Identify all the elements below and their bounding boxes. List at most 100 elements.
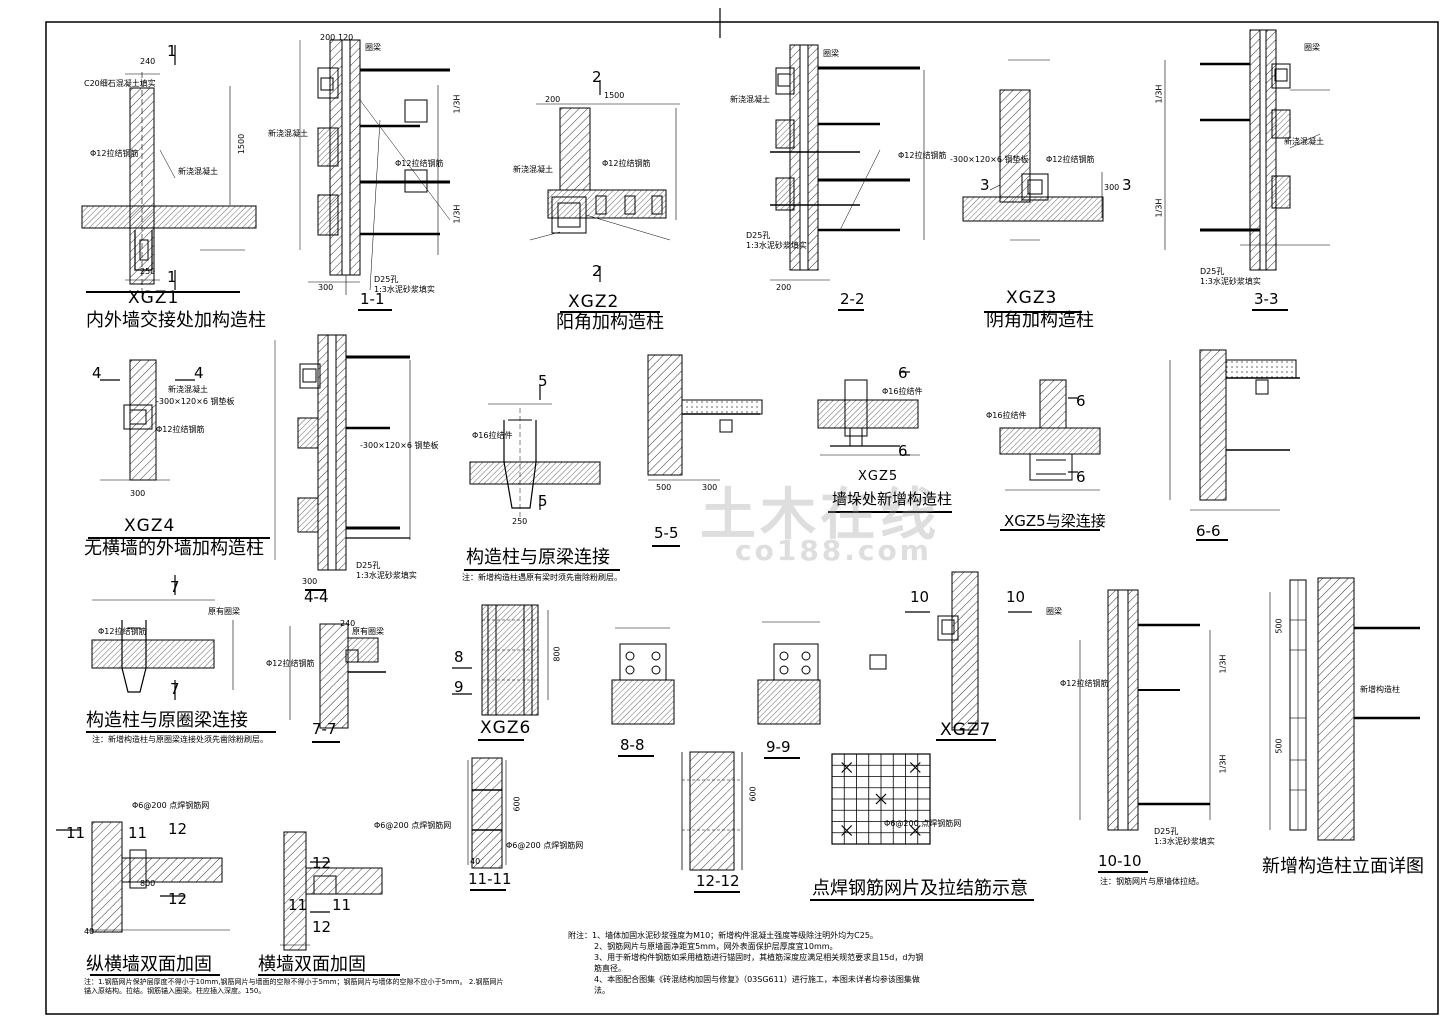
section-mark-5b: 5 <box>538 492 548 510</box>
annotation-newconc-e: 新浇混凝土 <box>1284 137 1324 146</box>
annotation-anchor-a: Φ16拉结件 <box>472 431 513 440</box>
dim-240-a: 240 <box>140 57 156 66</box>
section-mark-6: 6 <box>898 364 908 382</box>
section-mark-6d: 6 <box>1076 468 1086 486</box>
section-5-5-label: 5-5 <box>654 524 679 542</box>
dim-h3-a: 1/3H <box>452 94 462 114</box>
dim-250-b: 250 <box>512 517 528 526</box>
xgz1-code: XGZ1 <box>128 288 180 308</box>
detail-welded-mesh <box>831 753 931 845</box>
detail-xgz7 <box>905 571 1032 741</box>
section-mark-3: 3 <box>980 176 990 194</box>
mesh-title: 点焊钢筋网片及拉结筋示意 <box>812 878 1028 899</box>
section-mark-1: 1 <box>167 42 177 60</box>
annotation-d25-d: D25孔 <box>356 561 381 570</box>
mesh-tie-mark <box>841 825 853 836</box>
annotation-ringbeam-a: 圈梁 <box>365 43 381 52</box>
section-mark-12b: 12 <box>168 890 188 908</box>
section-mark-2b: 2 <box>592 262 602 280</box>
annotation-lintel-b: 原有圈梁 <box>352 627 384 636</box>
section-12-12-label: 12-12 <box>696 872 740 890</box>
annotation-mesh-c: Φ6@200 点焊钢筋网 <box>132 801 210 810</box>
section-mark-9: 9 <box>454 678 464 696</box>
dim-200-b: 200 <box>545 95 561 104</box>
dim-h3-f: 1/3H <box>1218 754 1228 774</box>
xgz3-title: 阴角加构造柱 <box>986 310 1094 331</box>
detail-section-9-9 <box>757 621 887 759</box>
section-mark-11b: 11 <box>128 824 148 842</box>
dim-300-d: 300 <box>702 483 718 492</box>
dim-500-b: 500 <box>1274 618 1284 634</box>
section-mark-4b: 4 <box>194 364 204 382</box>
section-mark-8: 8 <box>454 648 464 666</box>
detail-section-12-12 <box>681 751 743 893</box>
xgz7-code: XGZ7 <box>940 720 992 740</box>
general-note-2: 2、钢筋网片与原墙面净距宜5mm，网外表面保护层厚度宜10mm。 <box>594 942 838 951</box>
dim-h3-c: 1/3H <box>1154 84 1164 104</box>
section-9-9-label: 9-9 <box>766 738 791 756</box>
ringbeam-connection-title: 构造柱与原圈梁连接 <box>86 710 248 731</box>
section-mark-12d: 12 <box>312 918 332 936</box>
dim-h3-b: 1/3H <box>452 204 462 224</box>
detail-section-5-5 <box>647 354 763 547</box>
section-4-4-label: 4-4 <box>304 588 329 606</box>
section-mark-1b: 1 <box>167 268 177 286</box>
detail-section-8-8 <box>611 627 675 757</box>
dim-40-a: 40 <box>470 857 481 866</box>
xgz5-code: XGZ5 <box>858 469 899 484</box>
section-mark-6c: 6 <box>1076 392 1086 410</box>
mesh-tie-mark <box>841 762 853 773</box>
wall-double-1-title: 纵横墙双面加固 <box>86 954 212 975</box>
dim-500-c: 500 <box>1274 738 1284 754</box>
dim-1500-a: 1500 <box>237 133 247 155</box>
section-mark-4: 4 <box>92 364 102 382</box>
annotation-phi12-c: Φ12拉结钢筋 <box>602 159 651 168</box>
section-mark-7: 7 <box>170 578 180 596</box>
section-3-3-label: 3-3 <box>1254 290 1279 308</box>
detail-xgz5 <box>817 371 952 513</box>
general-notes: 附注：1、墙体加固水泥砂浆强度为M10；新增构件混凝土强度等级除注明外均为C25… <box>568 930 928 996</box>
annotation-grout-b: 1:3水泥砂浆填实 <box>746 241 807 250</box>
section-mark-12: 12 <box>168 820 188 838</box>
section-mark-10b: 10 <box>1006 588 1026 606</box>
annotation-steel-b: -300×120×6 钢垫板 <box>156 397 235 406</box>
section-6-6-label: 6-6 <box>1196 522 1221 540</box>
annotation-newconc-d: 新浇混凝土 <box>730 95 770 104</box>
annotation-lintel-a: 原有圈梁 <box>208 607 240 616</box>
dim-300-b: 300 <box>1104 183 1120 192</box>
dim-40-b: 40 <box>84 927 95 936</box>
section-2-2-label: 2-2 <box>840 290 865 308</box>
xgz6-code: XGZ6 <box>480 718 532 738</box>
detail-section-1-1 <box>299 39 451 311</box>
annotation-phi12-f: Φ12拉结钢筋 <box>156 425 205 434</box>
annotation-phi12-a: Φ12拉结钢筋 <box>90 149 139 158</box>
annotation-newconc-b: 新浇混凝土 <box>268 129 308 138</box>
annotation-phi12-i: Φ12拉结钢筋 <box>1060 679 1109 688</box>
xgz5-title: 墙垛处新增构造柱 <box>832 490 953 508</box>
beam-connection-note: 注：新增构造柱遇原有梁时须先凿除粉刷层。 <box>462 573 622 582</box>
wall-double-2-title: 横墙双面加固 <box>258 954 366 975</box>
annotation-grout-d: 1:3水泥砂浆填实 <box>356 571 417 580</box>
detail-xgz4 <box>88 359 270 539</box>
dim-240-b: 240 <box>340 619 356 628</box>
annotation-newconc-a: 新浇混凝土 <box>178 167 218 176</box>
dim-h3-e: 1/3H <box>1218 654 1228 674</box>
detail-wall-double-side-1 <box>56 821 230 976</box>
xgz4-code: XGZ4 <box>124 516 176 536</box>
xgz2-code: XGZ2 <box>568 292 620 312</box>
mesh-tie-mark <box>909 825 921 836</box>
annotation-phi12-d: Φ12拉结钢筋 <box>898 151 947 160</box>
xgz4-title: 无横墙的外墙加构造柱 <box>84 538 264 559</box>
dim-200-c: 200 <box>776 283 792 292</box>
annotation-mesh-a: Φ6@200 点焊钢筋网 <box>506 841 584 850</box>
xgz5-beam-title: XGZ5与梁连接 <box>1004 512 1106 530</box>
dim-300-a: 300 <box>318 283 334 292</box>
annotation-phi12-e: Φ12拉结钢筋 <box>1046 155 1095 164</box>
annotation-phi12-b: Φ12拉结钢筋 <box>395 159 444 168</box>
mesh-tie-mark <box>909 762 921 773</box>
section-1-1-label: 1-1 <box>360 290 385 308</box>
section-mark-3b: 3 <box>1122 176 1132 194</box>
annotation-d25-b: D25孔 <box>746 231 771 240</box>
detail-section-2-2 <box>770 44 925 311</box>
detail-xgz5-beam <box>999 379 1101 531</box>
